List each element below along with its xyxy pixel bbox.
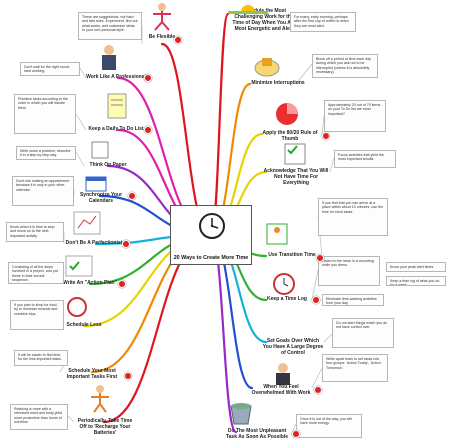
priority-flag: [118, 280, 126, 288]
note-connector: [321, 115, 325, 135]
note-minimize-interruptions: Block off a period of time each day duri…: [312, 54, 378, 78]
note-connector: [323, 333, 333, 343]
priority-flag: [128, 192, 136, 200]
priority-flag: [312, 296, 320, 304]
branch-label-overwhelmed[interactable]: When You Feel Overwhelmed With Work: [251, 384, 311, 396]
alarm-clock-icon: [273, 273, 295, 295]
note-important-first: It will be easier to find time for the l…: [14, 350, 68, 366]
note-be-flexible: These are suggestions, not hard and fast…: [78, 12, 142, 40]
branch-label-time-log[interactable]: Keep a Time Log: [267, 296, 307, 302]
businessman-icon: [276, 363, 290, 385]
branch-label-8020-rule[interactable]: Apply the 80/20 Rule of Thumb: [262, 130, 318, 142]
branch-label-synchronize[interactable]: Synchronize Your Calendars: [79, 192, 123, 204]
note-connector: [311, 367, 323, 389]
bucket-icon: [230, 403, 252, 425]
checklist-icon: [65, 255, 93, 277]
priority-flag: [144, 74, 152, 82]
checklist-icon: [107, 93, 127, 119]
note-synchronize: Don't risk making an appointment because…: [12, 176, 74, 206]
branch-label-action-plan[interactable]: Write An "Action Plan": [63, 280, 117, 286]
checklist-icon: [284, 143, 306, 165]
central-topic[interactable]: 20 Ways to Create More Time: [170, 205, 252, 265]
note-think-paper: Write down a problem, describe it in a s…: [16, 146, 76, 160]
clipboard-icon: [73, 211, 101, 235]
note-daily-todo: Prioritize tasks according to the order …: [14, 94, 76, 134]
branch-label-transition-time[interactable]: Use Transition Time: [268, 252, 316, 258]
branch-label-work-professional[interactable]: Work Like A Professional: [86, 74, 146, 80]
note-action-plan: Consisting of all the steps involved in …: [8, 262, 64, 284]
branch-label-schedule-less[interactable]: Schedule Less: [66, 322, 102, 328]
priority-flag: [322, 132, 330, 140]
note-acknowledge: Focus activities that yield the most imp…: [334, 150, 396, 168]
note-connector: [311, 269, 319, 301]
priority-flag: [122, 240, 130, 248]
note-schedule-challenging: For many, early morning, perhaps after t…: [290, 12, 356, 32]
stopwatch-icon: [254, 58, 280, 77]
branch-label-daily-todo[interactable]: Keep a Daily To Do List: [88, 126, 144, 132]
notepad-icon: [266, 223, 288, 245]
yoga-figure-icon: [153, 3, 171, 31]
priority-flag: [292, 430, 300, 438]
subnote-eliminate-wasting: Eliminate time-wasting activities from y…: [322, 294, 384, 306]
branch-label-recharge[interactable]: Periodically, Take Time Off to 'Recharge…: [77, 418, 133, 436]
sunrise-icon: [228, 5, 268, 14]
note-8020-rule: Approximately 20 out of 70 items on your…: [324, 100, 386, 132]
branch-label-think-paper[interactable]: Think On Paper: [89, 162, 127, 168]
yoga-figure-icon: [91, 385, 109, 413]
branch-label-minimize-interruptions[interactable]: Minimize Interruptions: [251, 80, 305, 86]
priority-flag: [314, 386, 322, 394]
businessman-icon: [102, 45, 116, 70]
note-transition-time: If you find that you can arrive at a pla…: [318, 198, 388, 236]
note-connector: [67, 415, 75, 423]
note-set-goals: Do not start things which you do not hav…: [332, 318, 394, 348]
note-connector: [329, 157, 335, 173]
clock-icon: [199, 213, 225, 239]
note-unpleasant-task: Once it is out of the way, you will have…: [296, 414, 362, 438]
subnote-time-log-week: Keep a time log of what you do for a wee…: [386, 276, 446, 286]
priority-flag: [174, 36, 182, 44]
subnote-know-peak: Know your peak alert times: [386, 262, 446, 272]
branch-label-perfectionist[interactable]: Don't Be A Perfectionist: [65, 240, 123, 246]
note-time-log: Listen to the news in a recording while …: [318, 256, 380, 286]
note-connector: [75, 151, 85, 167]
priority-flag: [144, 126, 152, 134]
central-topic-title: 20 Ways to Create More Time: [173, 255, 249, 261]
priority-flag: [124, 372, 132, 380]
note-schedule-less: If you plan to shop for food, try to min…: [10, 300, 64, 330]
alarm-clock-icon: [67, 297, 87, 317]
branch-label-set-goals[interactable]: Set Goals Over Which You Have A Large De…: [262, 338, 324, 356]
branch-label-acknowledge[interactable]: Acknowledge That You Will Not Have Time …: [263, 168, 329, 186]
note-connector: [75, 113, 87, 131]
note-recharge: Relaxing is more with a refreshed mind a…: [10, 404, 68, 430]
note-overwhelmed: While apart learn to set tasks into four…: [322, 354, 388, 382]
branch-label-important-first[interactable]: Schedule Your Most Important Tasks First: [66, 368, 118, 380]
note-connector: [295, 63, 313, 85]
branch-label-be-flexible[interactable]: Be Flexible: [148, 34, 176, 40]
pie-chart-icon: [276, 103, 298, 125]
note-connector: [79, 67, 87, 79]
branch-label-unpleasant-task[interactable]: Do The Most Unpleasant Task As Soon As P…: [225, 428, 289, 440]
priority-flag: [316, 254, 324, 262]
notepad-icon: [91, 141, 109, 159]
calendar-icon: [85, 176, 107, 192]
note-work-professional: Don't wait for the right mood, start wor…: [20, 62, 80, 76]
note-perfectionist: Know when it is time to stop and move on…: [6, 222, 64, 242]
